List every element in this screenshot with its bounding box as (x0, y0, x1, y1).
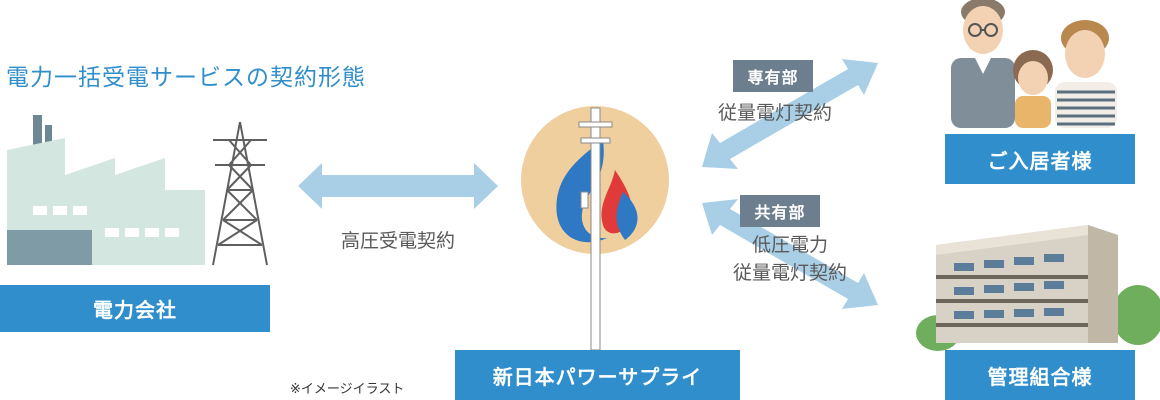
common-contract-text-2: 従量電灯契約 (732, 262, 847, 284)
high-voltage-contract-text: 高圧受電契約 (340, 230, 455, 252)
common-contract-text-1: 低圧電力 (751, 234, 828, 256)
page-title: 電力一括受電サービスの契約形態 (6, 65, 366, 91)
common-area-badge: 共有部 (740, 195, 820, 227)
illustration-note: ※イメージイラスト (290, 382, 405, 397)
power-company-label: 電力会社 (0, 285, 270, 332)
management-label: 管理組合様 (945, 350, 1135, 400)
residents-label: ご入居者様 (945, 134, 1135, 184)
transmission-tower-icon (212, 121, 268, 266)
private-area-badge: 専有部 (733, 60, 813, 92)
family-icon (951, 0, 1117, 128)
apartment-building-icon (916, 225, 1160, 351)
factory-icon (7, 115, 205, 265)
private-contract-text: 従量電灯契約 (717, 102, 832, 124)
utility-pole-icon (521, 106, 669, 351)
supplier-label: 新日本パワーサプライ (455, 350, 740, 400)
double-arrow-private (702, 59, 878, 169)
double-arrow-high-voltage (298, 163, 498, 209)
